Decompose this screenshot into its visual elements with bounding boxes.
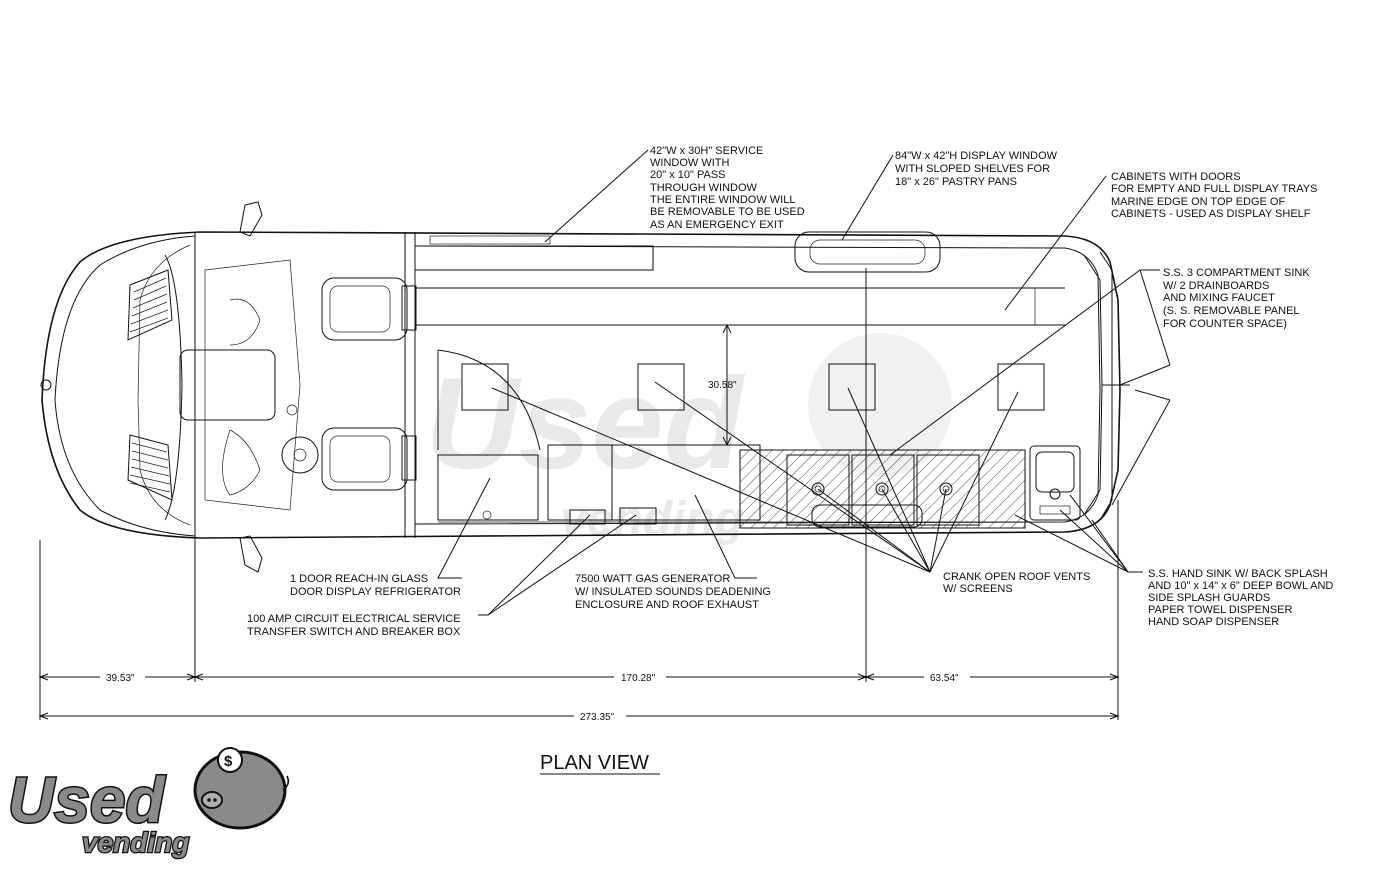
console bbox=[179, 349, 276, 421]
sink3-line-2: W/ 2 DRAINBOARDS bbox=[1163, 280, 1269, 292]
service-window-line-6: BE REMOVABLE TO BE USED bbox=[650, 206, 805, 218]
generator-line-2: W/ INSULATED SOUNDS DEADENING bbox=[575, 586, 771, 598]
sink3-line-4: (S. S. REMOVABLE PANEL bbox=[1163, 305, 1300, 317]
service-window-line-5: THE ENTIRE WINDOW WILL bbox=[650, 194, 795, 206]
driver-seat-icon bbox=[321, 277, 417, 341]
refrigerator-line-2: DOOR DISPLAY REFRIGERATOR bbox=[290, 586, 461, 598]
van-outline bbox=[41, 231, 1121, 539]
roof-vent-1 bbox=[461, 363, 509, 411]
service-window-line-4: THROUGH WINDOW bbox=[650, 182, 758, 194]
generator-line-1: 7500 WATT GAS GENERATOR bbox=[575, 573, 730, 585]
callout-leaders bbox=[437, 149, 1171, 616]
service-window-line-1: 42"W x 30H" SERVICE bbox=[650, 145, 763, 157]
logo-used-text: Used bbox=[8, 764, 166, 836]
hand-sink-line-4: PAPER TOWEL DISPENSER bbox=[1148, 604, 1293, 616]
callout-service-window: 42"W x 30H" SERVICE WINDOW WITH 20" x 10… bbox=[650, 145, 805, 231]
passenger-seat-icon bbox=[321, 427, 417, 491]
roof-vents-line-1: CRANK OPEN ROOF VENTS bbox=[943, 571, 1090, 583]
roof-vent-2 bbox=[637, 363, 685, 411]
callout-cabinets: CABINETS WITH DOORS FOR EMPTY AND FULL D… bbox=[1111, 171, 1317, 220]
dollar-sign: $ bbox=[224, 753, 233, 770]
page-title: PLAN VIEW bbox=[540, 752, 649, 774]
display-window-line-1: 84"W x 42"H DISPLAY WINDOW bbox=[895, 150, 1058, 162]
emblem-icon bbox=[40, 379, 52, 391]
coin-icon bbox=[217, 747, 243, 773]
hand-sink bbox=[1029, 445, 1081, 521]
service-window-outline bbox=[414, 245, 654, 271]
logo-vending-text: vending bbox=[82, 827, 189, 858]
middle-dimension: 170.28" bbox=[621, 673, 656, 684]
hand-sink-line-1: S.S. HAND SINK W/ BACK SPLASH bbox=[1148, 568, 1328, 580]
roof-vent-4 bbox=[997, 363, 1045, 411]
roof-vent-3 bbox=[828, 363, 876, 411]
hand-sink-line-5: HAND SOAP DISPENSER bbox=[1148, 616, 1279, 628]
callout-roof-vents: CRANK OPEN ROOF VENTS W/ SCREENS bbox=[943, 571, 1090, 595]
cabinets-line-4: CABINETS - USED AS DISPLAY SHELF bbox=[1111, 208, 1311, 220]
roof-vents-line-2: W/ SCREENS bbox=[943, 583, 1013, 595]
display-window-line-3: 18" x 26" PASTRY PANS bbox=[895, 176, 1017, 188]
cabinets-line-1: CABINETS WITH DOORS bbox=[1111, 171, 1241, 183]
front-dimension: 39.53" bbox=[106, 673, 135, 684]
sink3-line-1: S.S. 3 COMPARTMENT SINK bbox=[1163, 267, 1310, 279]
callout-refrigerator: 1 DOOR REACH-IN GLASS DOOR DISPLAY REFRI… bbox=[290, 573, 461, 598]
service-window-line-2: WINDOW WITH bbox=[650, 157, 729, 169]
electrical-line-2: TRANSFER SWITCH AND BREAKER BOX bbox=[247, 626, 461, 638]
callout-three-compartment-sink: S.S. 3 COMPARTMENT SINK W/ 2 DRAINBOARDS… bbox=[1163, 267, 1310, 330]
rear-dimension: 63.54" bbox=[930, 673, 959, 684]
side-mirror-icon bbox=[239, 201, 263, 573]
refrigerator-unit bbox=[437, 454, 539, 521]
interior-width-dimension: 30.58" bbox=[708, 380, 737, 391]
used-vending-logo: $ Used vending bbox=[7, 747, 290, 859]
display-window-outline bbox=[794, 231, 941, 273]
service-window-line-7: AS AN EMERGENCY EXIT bbox=[650, 219, 784, 231]
hand-sink-line-3: SIDE SPLASH GUARDS bbox=[1148, 592, 1270, 604]
callout-display-window: 84"W x 42"H DISPLAY WINDOW WITH SLOPED S… bbox=[895, 150, 1058, 188]
cabinets-line-3: MARINE EDGE ON TOP EDGE OF bbox=[1111, 196, 1285, 208]
watermark-pig-icon bbox=[808, 333, 952, 477]
display-window-line-2: WITH SLOPED SHELVES FOR bbox=[895, 163, 1050, 175]
overall-dimension: 273.35" bbox=[580, 712, 615, 723]
service-window-line-3: 20" x 10" PASS bbox=[650, 169, 725, 181]
sink3-line-3: AND MIXING FAUCET bbox=[1163, 292, 1275, 304]
dimension-lines: 39.53" 170.28" 63.54" 273.35" bbox=[38, 232, 1120, 723]
generator-line-3: ENCLOSURE AND ROOF EXHAUST bbox=[575, 599, 759, 611]
hand-sink-line-2: AND 10" x 14" x 6" DEEP BOWL AND bbox=[1148, 580, 1333, 592]
refrigerator-door-swing bbox=[437, 349, 541, 451]
electrical-line-1: 100 AMP CIRCUIT ELECTRICAL SERVICE bbox=[247, 613, 461, 625]
front-grille-icon bbox=[127, 269, 173, 501]
callout-hand-sink: S.S. HAND SINK W/ BACK SPLASH AND 10" x … bbox=[1148, 568, 1333, 628]
sink3-line-5: FOR COUNTER SPACE) bbox=[1163, 318, 1287, 330]
callout-electrical: 100 AMP CIRCUIT ELECTRICAL SERVICE TRANS… bbox=[247, 613, 461, 638]
cabinets-line-2: FOR EMPTY AND FULL DISPLAY TRAYS bbox=[1111, 183, 1317, 195]
steering-wheel-icon bbox=[281, 436, 319, 474]
callout-generator: 7500 WATT GAS GENERATOR W/ INSULATED SOU… bbox=[575, 573, 771, 611]
refrigerator-line-1: 1 DOOR REACH-IN GLASS bbox=[290, 573, 428, 585]
